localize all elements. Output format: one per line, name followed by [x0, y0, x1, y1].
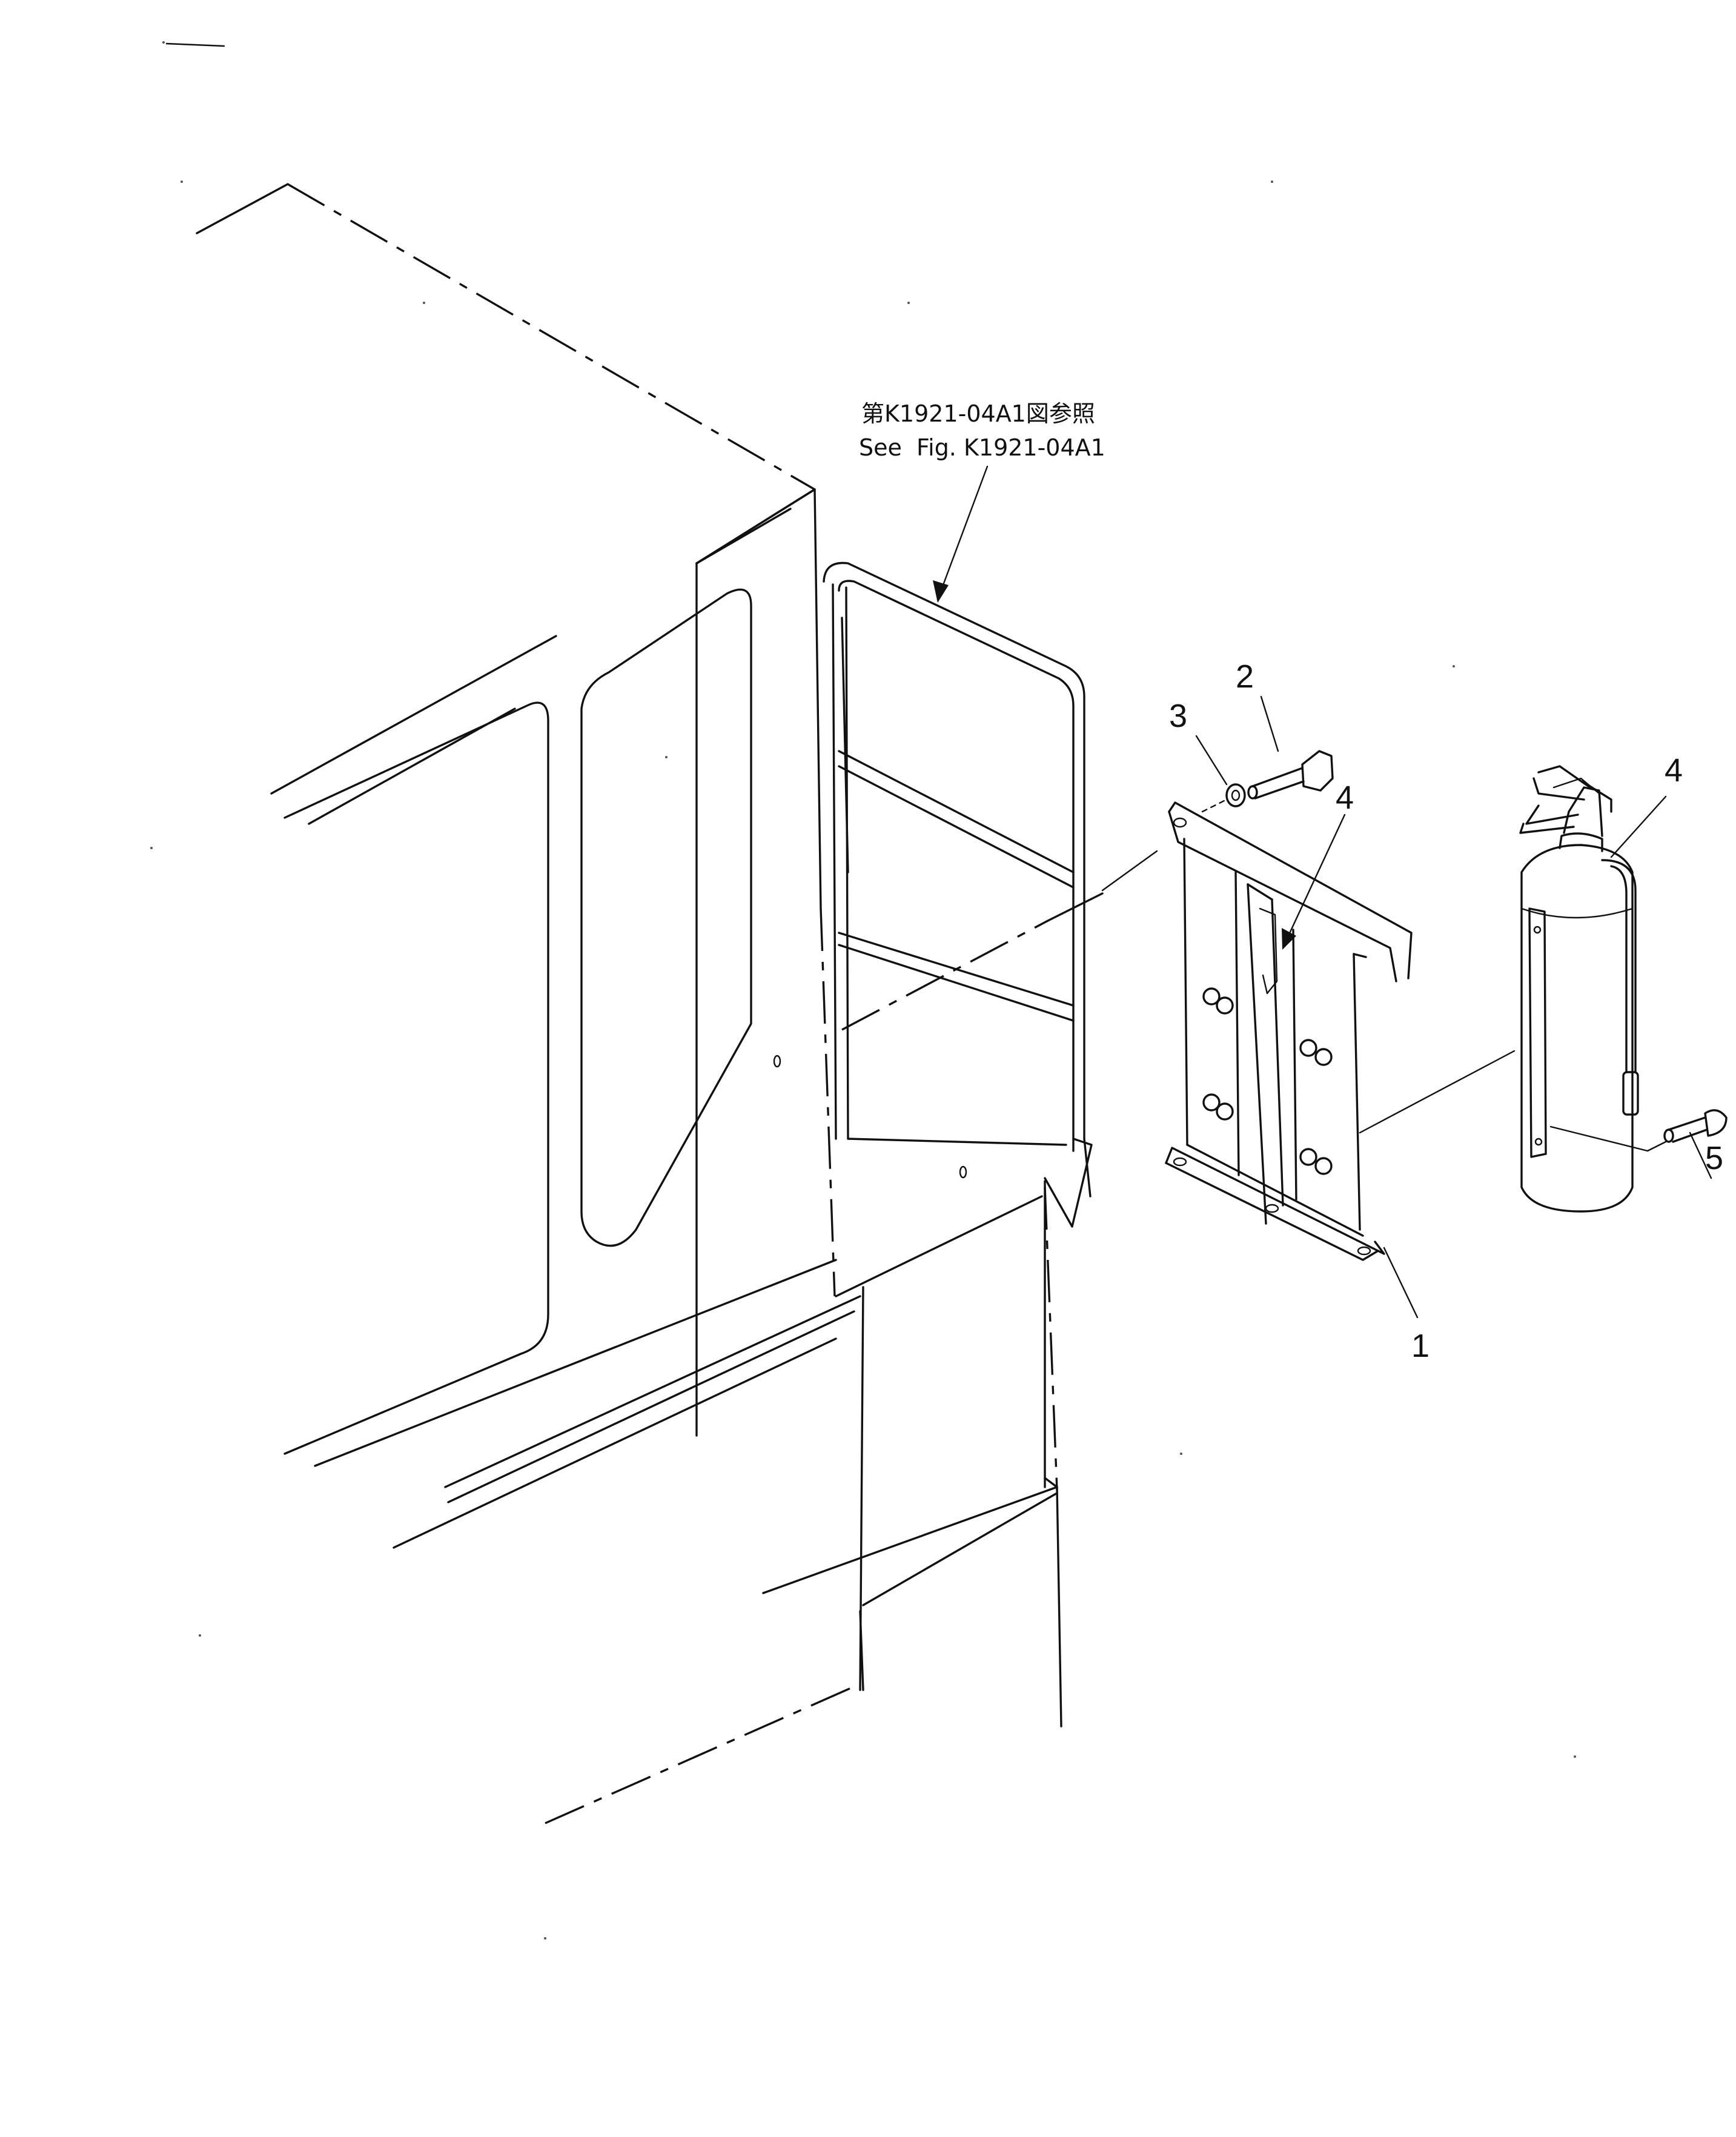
reference-note-en: See Fig. K1921-04A1: [859, 434, 1105, 461]
washer: [1225, 783, 1246, 807]
bolt-axis: [1201, 798, 1228, 813]
assembly-leader-lower: [1359, 1050, 1516, 1134]
callout-4-extinguisher: 4: [1665, 752, 1683, 789]
callout-4-bracket: 4: [1336, 780, 1354, 816]
scan-noise: [150, 41, 1576, 1940]
reference-note: 第K1921-04A1図参照 See Fig. K1921-04A1: [859, 400, 1105, 603]
cab-body: [196, 183, 1104, 1824]
door-window: [580, 588, 752, 1247]
callout-1: 1: [1411, 1328, 1430, 1364]
bolt: [1247, 750, 1334, 800]
fire-extinguisher: [1519, 765, 1639, 1213]
bracket-bolts: [1202, 987, 1333, 1175]
callout-5: 5: [1705, 1140, 1723, 1176]
callout-leaders: [1195, 695, 1712, 1319]
front-window: [283, 701, 549, 1455]
callout-2: 2: [1236, 658, 1254, 695]
callout-3: 3: [1169, 698, 1187, 734]
mount-holes: [773, 1055, 967, 1179]
mounting-bolt: [1549, 1109, 1728, 1152]
extinguisher-bracket: [1165, 801, 1413, 1261]
reference-note-ja: 第K1921-04A1図参照: [861, 400, 1095, 427]
corner-mark: [165, 42, 225, 47]
assembly-leader-upper: [1101, 850, 1158, 892]
handrail: [823, 562, 1093, 1228]
callout-labels: 2 3 4 4 5 1: [1169, 658, 1723, 1364]
